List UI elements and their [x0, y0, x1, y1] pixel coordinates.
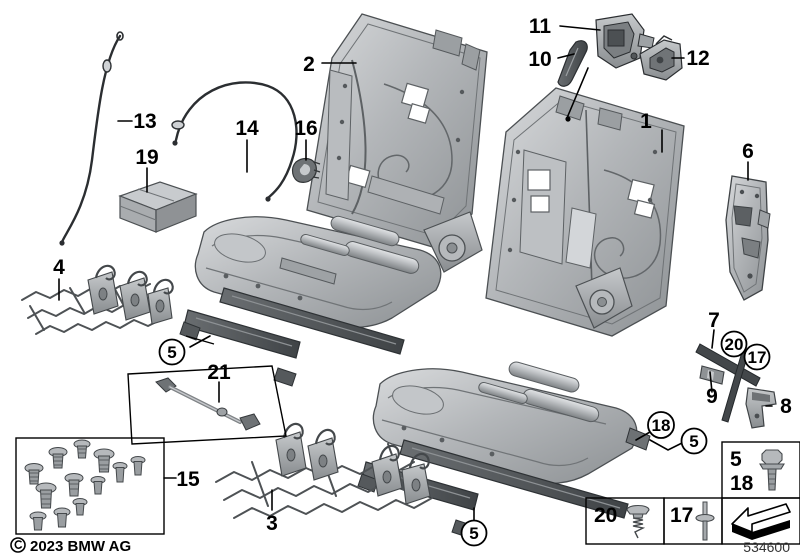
part-21-connecting-rod — [155, 377, 261, 431]
svg-text:18: 18 — [652, 416, 671, 435]
push-pin-clip-icon — [626, 504, 650, 539]
right-recliner-hinge — [575, 267, 633, 329]
legend-label-5: 5 — [730, 448, 742, 471]
left-cushion-frame — [179, 215, 442, 387]
footer: 2023 BMW AG 534600 — [10, 537, 790, 555]
svg-text:20: 20 — [725, 335, 744, 354]
part-21-connecting-rod-box — [127, 365, 287, 445]
part-4-upper-spring-wire-frame — [21, 264, 174, 335]
circled-callout-17: 17 — [743, 343, 771, 371]
part-13-long-bowden-cable — [59, 31, 124, 246]
circled-callout-20: 20 — [720, 330, 748, 358]
callout-16: 16 — [294, 117, 317, 140]
legend-label-18: 18 — [730, 472, 754, 495]
legend-box-17: 17 — [663, 497, 723, 545]
legend-box-5-18: 5 18 — [721, 441, 800, 499]
left-seat-rails — [179, 287, 405, 387]
circled-callouts: 5 5 5 18 20 17 — [158, 330, 771, 547]
part-16-bushing-grommet — [291, 157, 321, 183]
callout-11: 11 — [529, 15, 552, 38]
left-cushion-actuators — [279, 215, 420, 285]
legend-label-17: 17 — [670, 504, 693, 527]
svg-text:5: 5 — [167, 343, 176, 362]
copyright-text: 2023 BMW AG — [30, 538, 131, 555]
part-3-lower-spring-wire-frame — [215, 422, 433, 519]
part-11-backrest-lock-mechanism — [595, 13, 655, 69]
circled-callout-5-left: 5 — [158, 335, 211, 366]
part-19-repair-kit-box — [118, 181, 198, 233]
callout-4: 4 — [53, 256, 65, 279]
leader-lines — [58, 25, 773, 511]
legend-fastener-boxes: 5 18 20 17 — [585, 441, 800, 545]
svg-text:5: 5 — [469, 524, 478, 543]
part-3-hooks — [275, 422, 431, 505]
legend-box-view-arrow — [721, 497, 800, 545]
callout-21: 21 — [207, 361, 231, 384]
part-left-seat-assembly — [179, 13, 488, 387]
right-cushion-actuators — [478, 361, 600, 423]
callout-8: 8 — [780, 395, 792, 418]
circled-callout-5-bottom: 5 — [460, 507, 488, 547]
svg-text:17: 17 — [748, 348, 767, 367]
part-14-short-bowden-cable — [171, 81, 298, 202]
callout-numbers: 1 2 3 4 6 7 8 9 10 11 12 13 14 15 16 19 … — [53, 15, 792, 535]
right-backrest-frame — [485, 87, 685, 337]
circled-callout-5-right: 5 — [649, 427, 708, 455]
callout-15: 15 — [176, 468, 200, 491]
part-6-seat-side-bracket — [725, 175, 771, 301]
legend-label-20: 20 — [594, 504, 617, 527]
circled-callout-18: 18 — [635, 411, 675, 441]
part-12-backrest-latch-catch — [639, 35, 683, 81]
svg-text:5: 5 — [689, 432, 698, 451]
callout-3: 3 — [266, 512, 278, 535]
callout-6: 6 — [742, 140, 754, 163]
reference-number: 534600 — [743, 539, 790, 555]
part-8-latch-bracket — [745, 387, 777, 429]
blind-rivet-icon — [695, 501, 715, 541]
callout-19: 19 — [135, 146, 158, 169]
callout-13: 13 — [133, 110, 156, 133]
callout-9: 9 — [706, 385, 718, 408]
left-recliner-hinge — [423, 211, 483, 273]
callout-2: 2 — [303, 53, 315, 76]
part-10-release-lever-handle — [557, 40, 588, 87]
callout-1: 1 — [640, 110, 652, 133]
copyright-notice: 2023 BMW AG — [10, 537, 131, 555]
part-4-hooks — [87, 264, 174, 325]
hex-flange-bolt-icon — [759, 449, 785, 491]
part-15-screws — [24, 439, 146, 531]
view-direction-arrow-icon — [731, 503, 791, 540]
callout-14: 14 — [235, 117, 259, 140]
legend-box-20: 20 — [585, 497, 665, 545]
callout-12: 12 — [686, 47, 709, 70]
callout-10: 10 — [528, 48, 551, 71]
part-15-hardware-box — [15, 437, 165, 535]
callout-7: 7 — [708, 309, 720, 332]
